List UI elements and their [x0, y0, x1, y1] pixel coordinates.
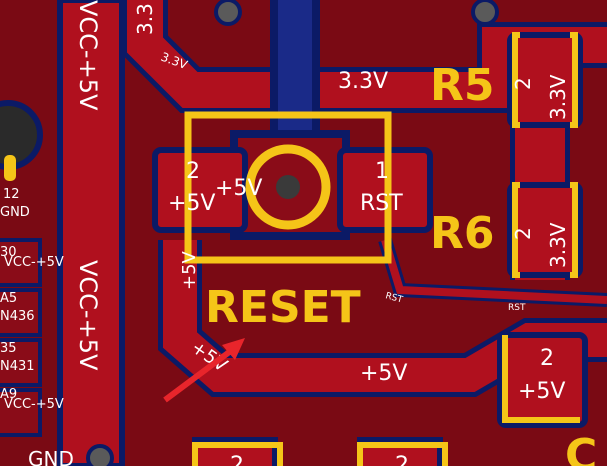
header-vcc30: VCC-+5V [4, 255, 64, 270]
reset-switch-circle [245, 144, 331, 230]
pad-labels: 2 +5V 1 RST 2 3.3V 2 3.3V 2 +5V 2 2 [168, 74, 570, 466]
cap-outline [502, 335, 580, 423]
net-5v-vert: +5V [179, 250, 200, 290]
via-bottom-left [86, 444, 114, 466]
silkscreen-layer: R5 R6 RESET C VCC-+5V VCC-+5V GND [28, 0, 597, 466]
reset-switch-outline [184, 111, 392, 264]
mounting-marker [4, 155, 16, 181]
net-5v-mid: +5V [215, 176, 262, 201]
left-header-labels: 12 GND 30 VCC-+5V A5 N436 35 N431 A9 VCC… [0, 187, 64, 412]
vcc-top-label: VCC-+5V [74, 0, 102, 111]
header-35: 35 [0, 341, 17, 356]
switch-via [276, 175, 300, 199]
header-n431: N431 [0, 359, 35, 374]
cap-pad-net: +5V [518, 379, 565, 404]
header-gnd: GND [0, 205, 30, 220]
r6-label: R6 [430, 208, 495, 259]
switch-pad-2[interactable] [152, 147, 248, 233]
net-3v3-topleft: 3.3 [133, 3, 157, 35]
r5-outline [512, 32, 578, 128]
annotation-arrow [163, 338, 245, 403]
header-12: 12 [3, 187, 20, 202]
net-5v-bottom: +5V [360, 361, 407, 386]
bottom-outline-2 [357, 442, 448, 466]
vcc-trace-left [57, 0, 125, 466]
cap-pad-number: 2 [540, 346, 554, 371]
switch-pad2-net: +5V [168, 191, 215, 216]
r6-pad[interactable] [507, 182, 583, 278]
net-rst-small-2: RST [508, 303, 526, 313]
cap-pad[interactable] [497, 332, 588, 428]
left-header-block-1 [0, 238, 42, 287]
header-a9: A9 [0, 387, 17, 402]
header-30: 30 [0, 245, 17, 260]
left-header-block-4 [0, 388, 42, 437]
r5-label: R5 [430, 60, 495, 111]
gnd-bottom-label: GND [28, 447, 74, 466]
r5-pad-number: 2 [511, 77, 535, 90]
left-header-block-3 [0, 338, 42, 387]
switch-pad1-number: 1 [375, 159, 389, 184]
vias [0, 0, 499, 466]
reset-label: RESET [205, 282, 361, 333]
via-top [214, 0, 242, 26]
partial-c-label: C [565, 430, 597, 466]
vcc-mid-label: VCC-+5V [74, 260, 102, 371]
switch-pad2-number: 2 [186, 159, 200, 184]
r6-outline [512, 182, 578, 278]
r6-pad-net: 3.3V [546, 222, 570, 268]
bottom-outline-1 [192, 442, 283, 466]
header-vcc9: VCC-+5V [4, 397, 64, 412]
header-n436: N436 [0, 309, 35, 324]
via-top-right [471, 0, 499, 26]
header-a5: A5 [0, 291, 17, 306]
bottom-pad2-number: 2 [395, 453, 409, 466]
net-rst-small-1: RST [384, 291, 404, 305]
r5-pad[interactable] [507, 32, 583, 128]
switch-pad1-net: RST [360, 191, 403, 216]
left-header-block-2 [0, 288, 42, 337]
bottom-pad1-number: 2 [230, 453, 244, 466]
net-3v3-big: 3.3V [338, 69, 388, 94]
r6-pad-number: 2 [511, 227, 535, 240]
r5-pad-net: 3.3V [546, 74, 570, 120]
